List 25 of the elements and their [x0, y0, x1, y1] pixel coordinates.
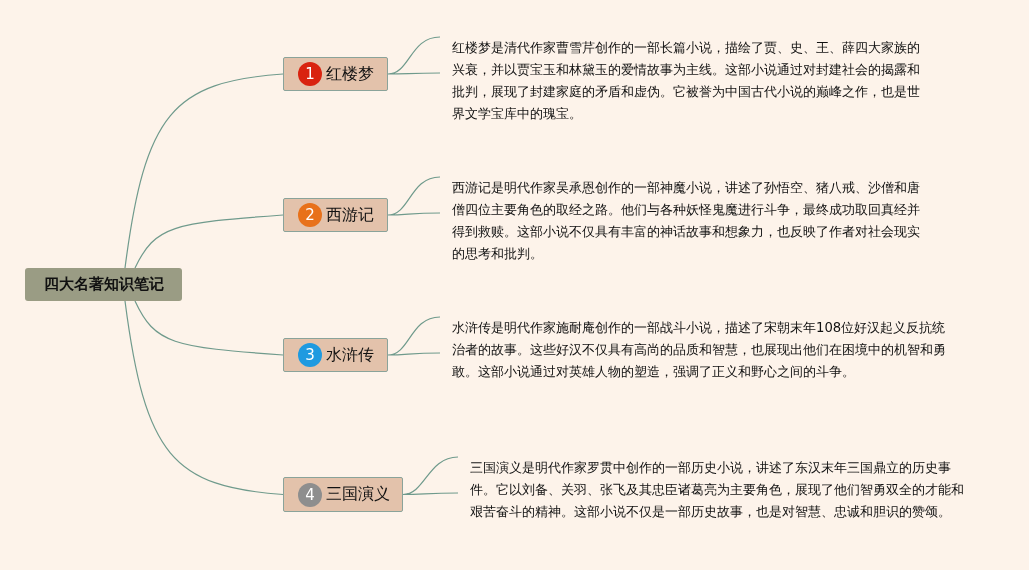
branch-line [134, 300, 284, 356]
topic-box [283, 198, 388, 232]
topic-label: 三国演义 [326, 484, 390, 505]
note-text: 红楼梦是清代作家曹雪芹创作的一部长篇小说，描绘了贾、史、王、薛四大家族的兴衰，并以贾宝玉和林黛玉的爱情故事为主线。这部小说通过对封建社会的揭露和批判，展现了封建家庭的矛盾和虚伪。它被誉为中国古代小说的巅峰之作，也是世界文学宝库中的瑰宝。 [440, 37, 932, 125]
topic-label: 红楼梦 [326, 63, 374, 85]
bracket-line [387, 176, 441, 216]
topic-label: 水浒传 [326, 344, 374, 366]
note-text: 水浒传是明代作家施耐庵创作的一部战斗小说，描述了宋朝末年108位好汉起义反抗统治者的故事。这些好汉不仅具有高尚的品质和智慧，也展现出他们在困境中的机智和勇敢。这部小说通过对英雄人物的塑造，强调了正义和野心之间的斗争。 [440, 317, 948, 383]
bracket-line [387, 36, 441, 75]
number-badge: 3 [298, 343, 322, 367]
number-badge: 1 [298, 62, 322, 86]
branch-line [124, 300, 284, 496]
topic-box [283, 477, 403, 512]
number-badge: 2 [298, 203, 322, 227]
branch-line [124, 73, 284, 269]
note-text: 西游记是明代作家吴承恩创作的一部神魔小说，讲述了孙悟空、猪八戒、沙僧和唐僧四位主要角色的取经之路。他们与各种妖怪鬼魔进行斗争，最终成功取回真经并得到救赎。这部小说不仅具有丰富的神话故事和想象力，也反映了作者对社会现实的思考和批判。 [440, 177, 920, 265]
topic-box [283, 338, 388, 372]
topic-label: 西游记 [326, 204, 374, 226]
bracket-line [387, 316, 441, 356]
bracket-line [402, 456, 459, 496]
number-badge: 4 [298, 482, 322, 507]
root-topic-box: 四大名著知识笔记 [25, 268, 182, 301]
branch-line [134, 214, 284, 269]
note-text: 三国演义是明代作家罗贯中创作的一部历史小说，讲述了东汉末年三国鼎立的历史事件。它以刘备、关羽、张飞及其忠臣诸葛亮为主要角色，展现了他们智勇双全的才能和艰苦奋斗的精神。这部小说不仅是一部历史故事，也是对智慧、忠诚和胆识的赞颂。 [458, 457, 970, 523]
topic-box [283, 57, 388, 91]
